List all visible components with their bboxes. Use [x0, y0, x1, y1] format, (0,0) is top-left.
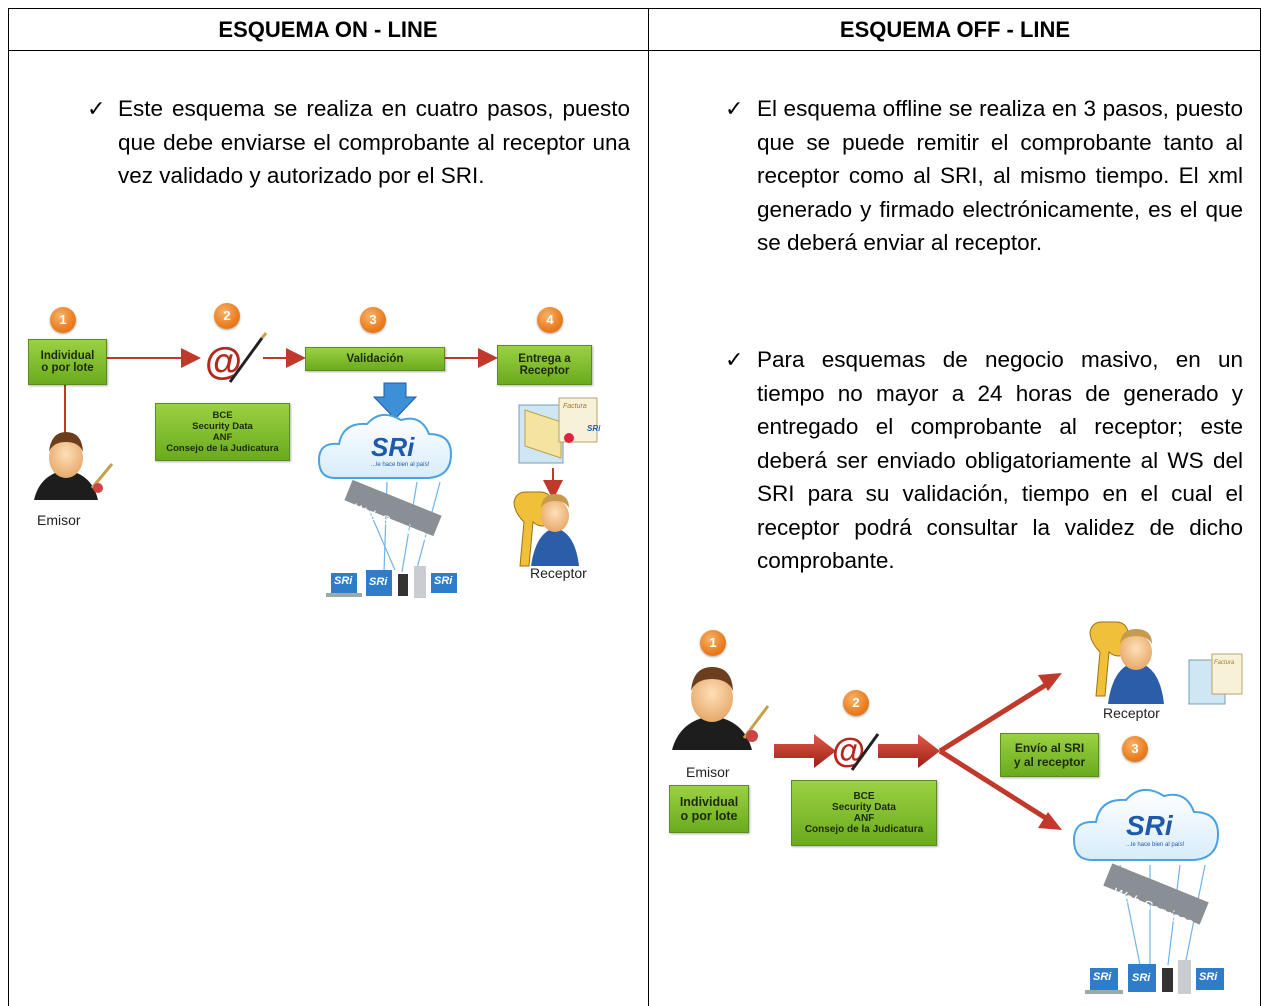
offline-emisor-person [672, 667, 770, 750]
offline-individual-line-2: o por lote [680, 809, 738, 823]
online-individual-line-2: o por lote [41, 362, 94, 374]
online-devices [326, 566, 457, 598]
offline-factura-label: Factura [1214, 660, 1235, 666]
offline-bullet-1: ✓ El esquema offline se realiza en 3 pas… [725, 92, 1243, 260]
online-sri-logo: SRi [371, 432, 415, 462]
online-step-4: 4 [537, 307, 563, 333]
cert-line-1: BCE [853, 791, 875, 802]
online-mini-sri-3: SRi [434, 575, 453, 587]
online-emisor-label: Emisor [37, 512, 81, 528]
online-down-arrow [372, 382, 418, 420]
check-icon: ✓ [725, 96, 744, 121]
online-header: ESQUEMA ON - LINE [218, 17, 438, 42]
online-certificadoras-box: BCE Security Data ANF Consejo de la Judi… [155, 403, 290, 461]
offline-mini-sri-2: SRi [1132, 972, 1151, 984]
online-paragraph: Este esquema se realiza en cuatro pasos,… [118, 96, 630, 188]
offline-devices [1085, 960, 1224, 994]
header-divider [8, 50, 1261, 51]
cert-line-2: Security Data [832, 802, 896, 813]
offline-bullet-2: ✓ Para esquemas de negocio masivo, en un… [725, 343, 1243, 578]
offline-paragraph-1: El esquema offline se realiza en 3 pasos… [757, 96, 1243, 255]
offline-mini-sri-1: SRi [1093, 971, 1112, 983]
offline-step-3: 3 [1122, 736, 1148, 762]
offline-paragraph-2: Para esquemas de negocio masivo, en un t… [757, 347, 1243, 573]
cert-line-2: Security Data [192, 421, 253, 432]
online-mini-sri-2: SRi [369, 576, 388, 588]
offline-individual-box: Individual o por lote [669, 785, 749, 833]
offline-individual-line-1: Individual [679, 795, 739, 809]
svg-text:@: @ [832, 732, 865, 770]
online-entrega-line-1: Entrega a [518, 353, 571, 365]
online-receptor-group [513, 397, 598, 567]
offline-emisor-label: Emisor [686, 764, 730, 780]
offline-envio-box: Envío al SRI y al receptor [1000, 733, 1099, 777]
online-individual-line-1: Individual [40, 350, 95, 362]
offline-certificadoras-box: BCE Security Data ANF Consejo de la Judi… [791, 780, 937, 846]
offline-big-arrows [774, 673, 1062, 830]
column-divider [648, 8, 649, 1006]
offline-signature-icon: @ [832, 732, 880, 771]
online-step-3: 3 [360, 307, 386, 333]
online-validacion-box: Validación [305, 347, 445, 371]
online-emisor-person [34, 432, 114, 500]
online-entrega-box: Entrega a Receptor [497, 345, 592, 385]
offline-sri-cloud [1072, 789, 1220, 966]
cert-line-4: Consejo de la Judicatura [804, 824, 924, 835]
online-receptor-label: Receptor [530, 565, 587, 581]
cert-line-3: ANF [853, 813, 875, 824]
online-flow-lines [64, 348, 563, 500]
check-icon: ✓ [87, 96, 106, 121]
offline-envio-line-1: Envío al SRI [1014, 741, 1085, 755]
cert-line-1: BCE [212, 410, 233, 421]
online-sri-cloud [317, 413, 453, 573]
offline-sri-logo: SRi [1126, 810, 1173, 841]
offline-sri-tagline: ...le hace bien al país! [1126, 842, 1185, 848]
cert-line-4: Consejo de la Judicatura [166, 443, 279, 454]
online-sri-tagline: ...le hace bien al país! [371, 462, 430, 468]
online-factura-label: Factura [563, 403, 587, 410]
online-individual-box: Individual o por lote [28, 339, 107, 385]
online-mini-sri-1: SRi [334, 575, 353, 587]
online-step-2: 2 [214, 303, 240, 329]
cert-line-3: ANF [212, 432, 233, 443]
online-step-1: 1 [50, 307, 76, 333]
online-bullet: ✓ Este esquema se realiza en cuatro paso… [87, 92, 630, 193]
svg-text:@: @ [205, 341, 242, 383]
offline-receptor-label: Receptor [1103, 705, 1160, 721]
online-signature-icon: @ [205, 332, 268, 383]
online-entrega-line-2: Receptor [519, 365, 570, 377]
offline-header: ESQUEMA OFF - LINE [839, 17, 1071, 42]
check-icon: ✓ [725, 347, 744, 372]
online-factura-sri: SRi [587, 424, 601, 433]
offline-envio-line-2: y al receptor [1013, 755, 1086, 769]
offline-receptor-group [1089, 621, 1243, 705]
offline-step-2: 2 [843, 690, 869, 716]
offline-step-1: 1 [700, 630, 726, 656]
offline-mini-sri-3: SRi [1199, 971, 1218, 983]
